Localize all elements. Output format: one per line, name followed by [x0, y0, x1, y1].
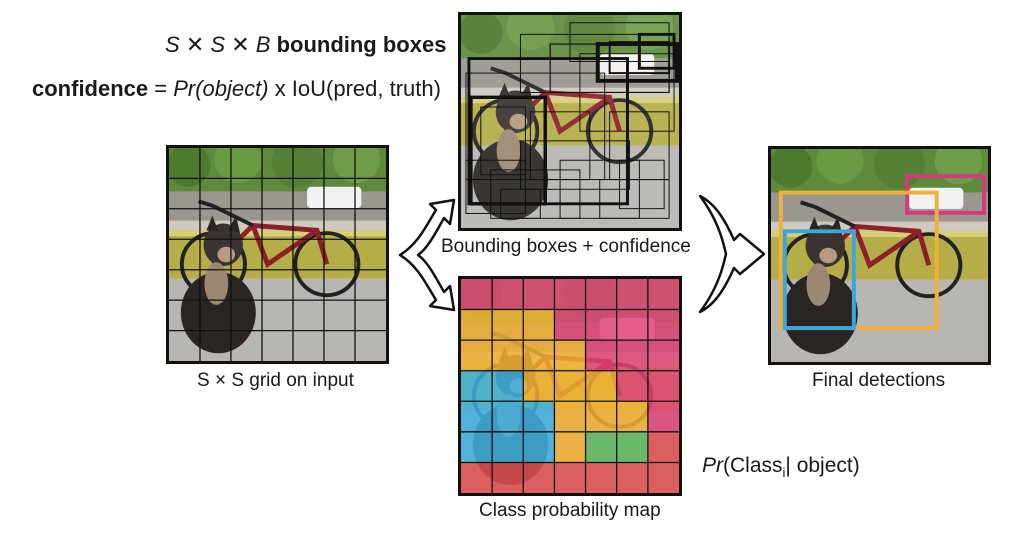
- equals-sign: =: [148, 76, 174, 101]
- class-cell: [647, 462, 679, 493]
- bounding-photo: [461, 15, 679, 228]
- class-cell: [523, 340, 555, 371]
- class-sub: i: [782, 465, 786, 481]
- class-cell: [647, 340, 679, 371]
- class-pr: Pr: [702, 454, 723, 477]
- split-arrow-icon: [398, 198, 456, 312]
- class-map-svg: [461, 279, 679, 493]
- input-grid-image: [166, 145, 389, 364]
- class-cell: [585, 401, 617, 432]
- confidence-formula: confidence = Pr(object) x IoU(pred, trut…: [32, 76, 441, 102]
- class-probability-map: [458, 276, 682, 496]
- class-cell: [616, 309, 648, 341]
- final-detections-image: [768, 146, 991, 365]
- class-grid-lines: [461, 279, 679, 493]
- class-cell: [554, 431, 586, 463]
- class-cell: [461, 309, 493, 341]
- iou-term: x IoU(pred, truth): [268, 76, 441, 101]
- class-cell: [585, 340, 617, 371]
- class-cell: [461, 370, 493, 402]
- pr-object: Pr(object): [173, 76, 269, 101]
- class-cell: [461, 340, 493, 371]
- class-formula: Pr(Classi| object): [702, 454, 860, 480]
- class-cell: [585, 431, 617, 463]
- bounding-boxes-label: bounding boxes: [276, 32, 447, 57]
- class-cell: [492, 431, 524, 463]
- times-1: ✕: [185, 32, 205, 57]
- class-cell: [523, 431, 555, 463]
- class-cell: [492, 462, 524, 493]
- class-cell: [585, 370, 617, 402]
- class-cell: [647, 370, 679, 402]
- class-cell: [492, 340, 524, 371]
- confidence-label: confidence: [32, 76, 149, 101]
- merge-arrow-icon: [698, 194, 766, 314]
- times-2: ✕: [231, 32, 250, 57]
- class-cell: [554, 340, 586, 371]
- class-cell: [585, 462, 617, 493]
- class-bar: | object): [785, 454, 860, 477]
- class-cell: [492, 279, 524, 310]
- class-cell: [492, 370, 524, 402]
- var-s1: S: [165, 32, 180, 57]
- class-cell: [554, 309, 586, 341]
- var-s2: S: [210, 32, 226, 57]
- class-cell: [647, 279, 679, 310]
- final-photo: [771, 149, 988, 362]
- class-cell: [585, 309, 617, 341]
- caption-final-detections: Final detections: [812, 370, 946, 391]
- class-cell: [616, 401, 648, 432]
- class-cell: [616, 462, 648, 493]
- class-cell: [492, 401, 524, 432]
- caption-bounding-boxes: Bounding boxes + confidence: [441, 236, 691, 257]
- class-cell: [554, 279, 586, 310]
- class-cell: [461, 279, 493, 310]
- class-cell: [554, 401, 586, 432]
- bounding-boxes-image: [458, 12, 682, 231]
- var-b: B: [255, 32, 271, 57]
- class-cell: [647, 431, 679, 463]
- caption-grid-input: S × S grid on input: [197, 370, 354, 391]
- class-cell: [585, 279, 617, 310]
- input-grid-lines: [169, 148, 386, 361]
- predicted-boxes: [465, 22, 679, 219]
- class-cell: [647, 309, 679, 341]
- detection-bicycle-box: [778, 190, 939, 331]
- class-cell: [461, 401, 493, 432]
- class-cell: [616, 279, 648, 310]
- class-cell: [616, 431, 648, 463]
- class-cell: [523, 401, 555, 432]
- class-cell: [523, 279, 555, 310]
- class-cell: [523, 309, 555, 341]
- input-photo: [169, 148, 386, 361]
- class-cell: [616, 340, 648, 371]
- class-cell: [554, 462, 586, 493]
- class-cell: [554, 370, 586, 402]
- detection-dog-box: [782, 229, 856, 331]
- class-cell: [492, 309, 524, 341]
- class-cell: [616, 370, 648, 402]
- class-cell: [461, 462, 493, 493]
- class-cell: [523, 370, 555, 402]
- class-cell: [523, 462, 555, 493]
- class-open: (Class: [723, 454, 783, 477]
- caption-class-map: Class probability map: [479, 500, 661, 521]
- boxes-formula: S ✕ S ✕ B bounding boxes: [165, 32, 446, 58]
- class-cell: [647, 401, 679, 432]
- class-cell: [461, 431, 493, 463]
